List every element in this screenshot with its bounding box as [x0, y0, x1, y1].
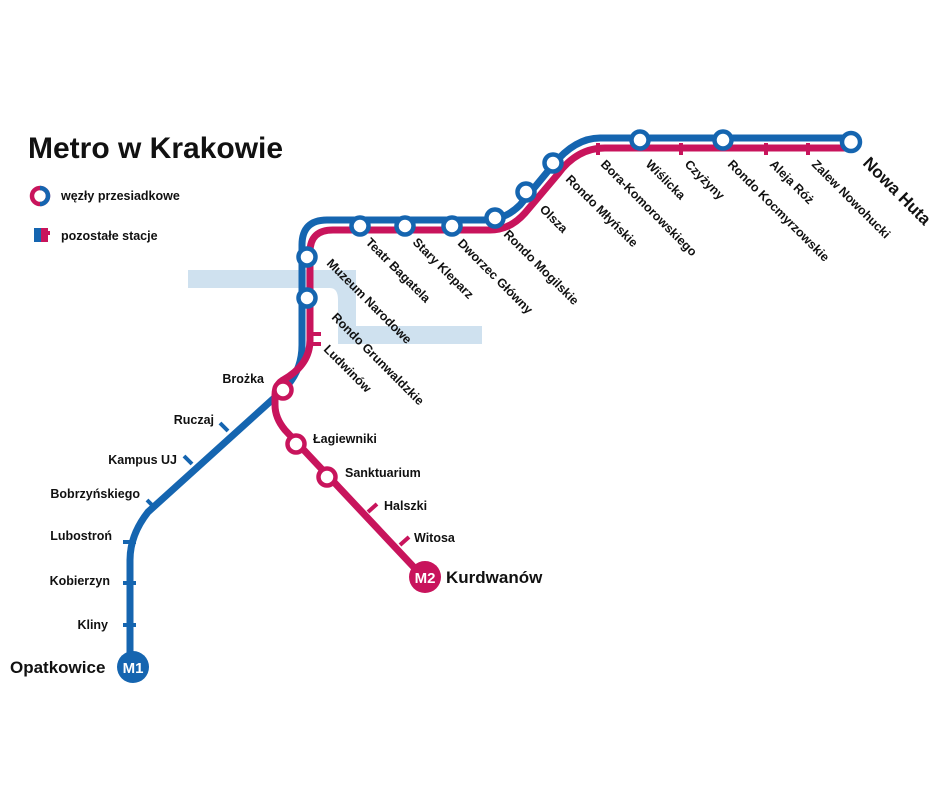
tick-witosa: [398, 535, 411, 547]
label-opatkowice: Opatkowice: [10, 658, 105, 677]
legend: węzły przesiadkowe pozostałe stacje: [29, 185, 180, 243]
river: [188, 270, 482, 344]
m2-badge-label: M2: [415, 570, 436, 587]
legend-interchange-label: węzły przesiadkowe: [60, 189, 180, 203]
page-title: Metro w Krakowie: [28, 132, 283, 165]
label-lagiewniki: Łagiewniki: [313, 432, 377, 446]
label-kurdwanow: Kurdwanów: [446, 568, 543, 587]
tick-kampus-uj: [182, 454, 194, 466]
node-rondo-mogilskie[interactable]: [484, 207, 506, 229]
node-muzeum-1[interactable]: [296, 246, 318, 268]
node-teatr-bagatela[interactable]: [349, 215, 371, 237]
m1-station-ticks: [123, 421, 230, 627]
legend-other-icon-blue: [34, 228, 41, 242]
label-lubostron: Lubostroń: [50, 529, 112, 543]
m1-badge-label: M1: [123, 660, 144, 677]
node-stary-kleparz[interactable]: [394, 215, 416, 237]
node-brozka[interactable]: [272, 379, 294, 401]
tick-halszki: [366, 502, 379, 514]
tick-bobrzynskiego: [145, 498, 157, 510]
m2-badge[interactable]: M2: [409, 561, 441, 593]
legend-other-label: pozostałe stacje: [61, 229, 158, 243]
m2-line: [271, 144, 856, 582]
label-sanktuarium: Sanktuarium: [345, 466, 421, 480]
node-rondo-mlynskie[interactable]: [542, 152, 564, 174]
label-kliny: Kliny: [77, 618, 108, 632]
node-muzeum-narodowe[interactable]: [296, 287, 318, 309]
node-olsza[interactable]: [515, 181, 537, 203]
m1-badge[interactable]: M1: [117, 651, 149, 683]
node-nowa-huta[interactable]: [839, 130, 863, 154]
label-witosa: Witosa: [414, 531, 456, 545]
m2-station-ticks: [313, 143, 810, 547]
node-lagiewniki[interactable]: [285, 433, 307, 455]
node-wislicka[interactable]: [629, 129, 651, 151]
label-brozka: Brożka: [222, 372, 265, 386]
label-olsza: Olsza: [537, 202, 571, 236]
tick-ruczaj: [218, 421, 230, 433]
label-kobierzyn: Kobierzyn: [50, 574, 110, 588]
label-czyzyny: Czyżyny: [682, 157, 727, 202]
label-ruczaj: Ruczaj: [174, 413, 214, 427]
node-sanktuarium[interactable]: [316, 466, 338, 488]
label-wislicka: Wiślicka: [643, 157, 689, 203]
node-dworzec-glowny[interactable]: [441, 215, 463, 237]
interchange-nodes: [272, 129, 863, 488]
label-bobrzynskiego: Bobrzyńskiego: [50, 487, 140, 501]
label-kampus-uj: Kampus UJ: [108, 453, 177, 467]
label-halszki: Halszki: [384, 499, 427, 513]
node-rondo-kocmyrzowskie[interactable]: [712, 129, 734, 151]
legend-other-icon-tick: [44, 231, 50, 235]
legend-interchange-icon-half: [39, 185, 51, 207]
